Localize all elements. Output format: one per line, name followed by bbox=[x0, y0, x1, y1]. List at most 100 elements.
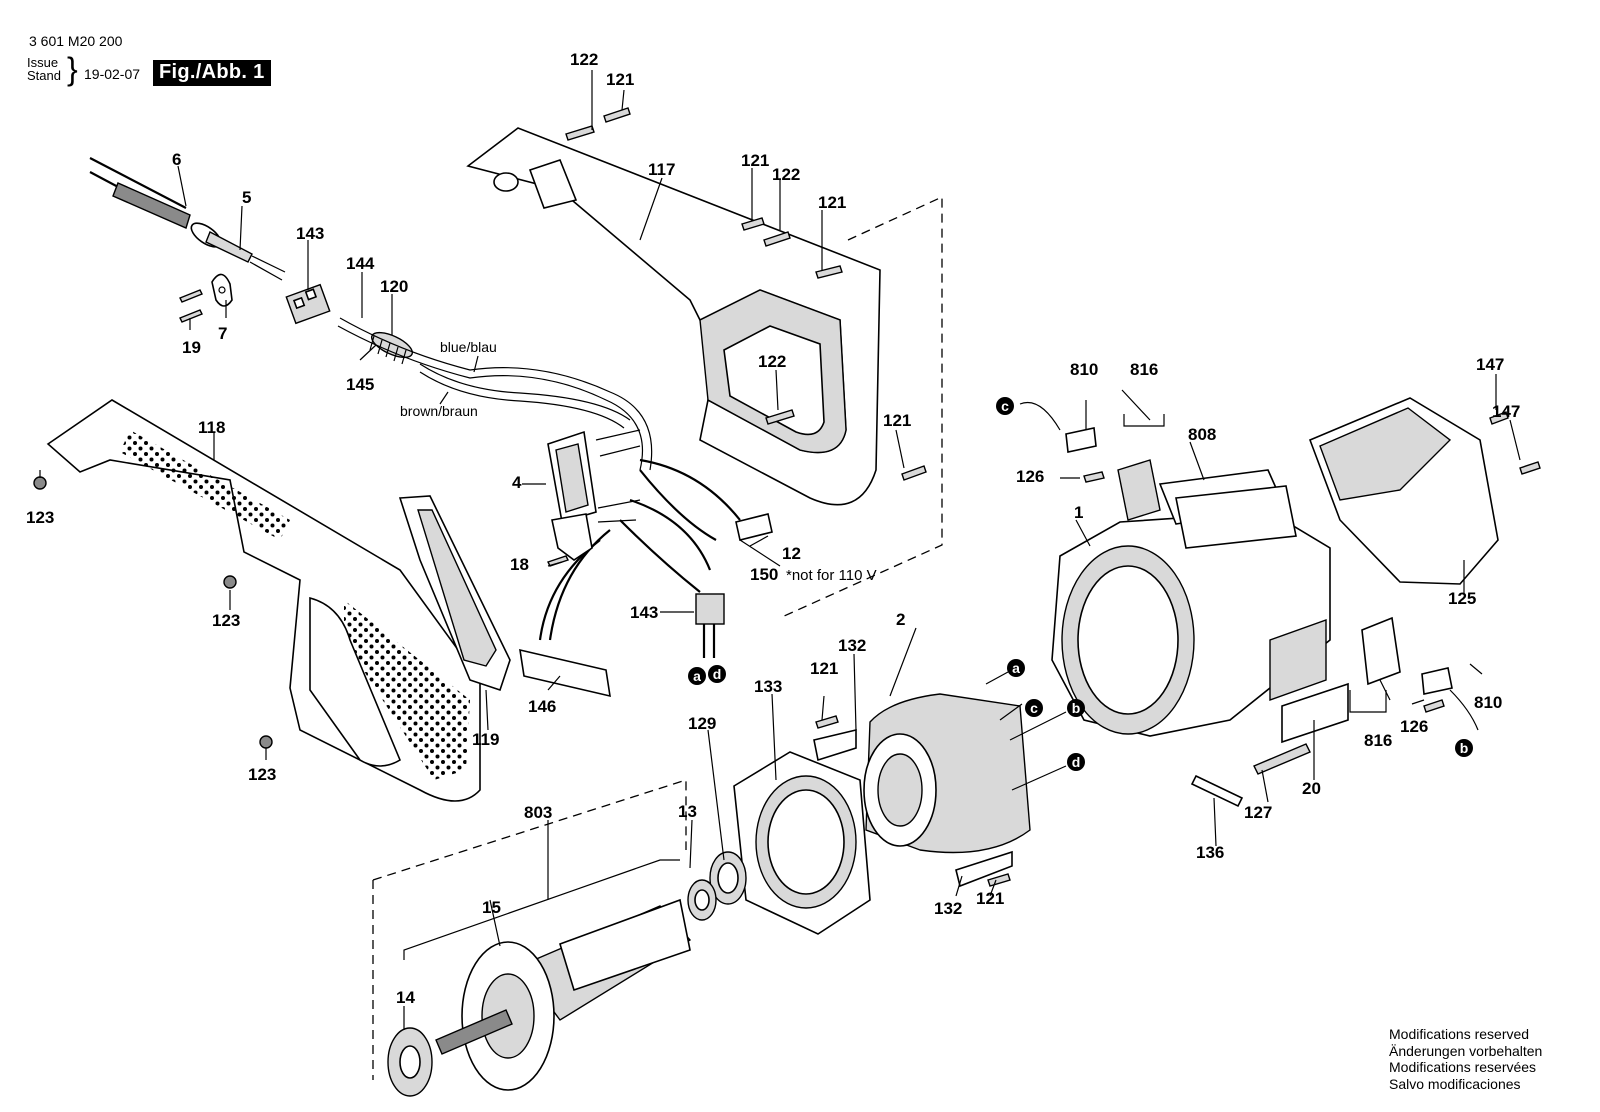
part-label: 121 bbox=[810, 659, 838, 678]
part-label: 118 bbox=[198, 418, 225, 437]
part-label: 121 bbox=[741, 151, 769, 170]
mains-cable-part bbox=[89, 157, 286, 281]
part-label: 121 bbox=[883, 411, 911, 430]
part-label: 120 bbox=[380, 277, 408, 296]
housing-boundary-lines bbox=[372, 195, 943, 1080]
wire-label-blue: blue/blau bbox=[440, 339, 497, 355]
bearing-parts bbox=[387, 851, 747, 1097]
handle-half-118-part bbox=[46, 399, 481, 802]
part-label: 121 bbox=[606, 70, 634, 89]
part-label: 132 bbox=[838, 636, 866, 655]
part-label: 810 bbox=[1474, 693, 1502, 712]
part-label: 816 bbox=[1364, 731, 1392, 750]
baffle-133-part bbox=[733, 751, 871, 935]
part-label: 808 bbox=[1188, 425, 1216, 444]
part-number-labels: 122 121 6 5 143 117 121 122 121 144 120 … bbox=[26, 50, 1520, 1007]
part-label: 810 bbox=[1070, 360, 1098, 379]
wire-label-brown: brown/braun bbox=[400, 403, 478, 419]
modifications-line-en: Modifications reserved bbox=[1389, 1026, 1530, 1042]
part-label: 126 bbox=[1016, 467, 1044, 486]
screws-121-122-parts bbox=[565, 107, 927, 481]
field-coil-2-part bbox=[863, 693, 1031, 854]
svg-text:c: c bbox=[1001, 398, 1009, 414]
svg-text:b: b bbox=[1460, 740, 1469, 756]
part-label: 145 bbox=[346, 375, 374, 394]
part-label: 123 bbox=[26, 508, 54, 527]
handle-insert-119-part bbox=[398, 495, 511, 692]
motor-housing-1-part bbox=[1051, 469, 1331, 737]
part-label: 146 bbox=[528, 697, 556, 716]
part-label: 150 bbox=[750, 565, 778, 584]
capacitor-12-part bbox=[735, 513, 773, 541]
part-label: 5 bbox=[242, 188, 251, 207]
part-label: 816 bbox=[1130, 360, 1158, 379]
marker-a-coil: a bbox=[1007, 659, 1025, 677]
marker-a-left: a bbox=[688, 667, 706, 685]
switch-part bbox=[547, 429, 641, 561]
part-label: 2 bbox=[896, 610, 905, 629]
part-label: 121 bbox=[818, 193, 846, 212]
part-label: 122 bbox=[772, 165, 800, 184]
part-label: 122 bbox=[570, 50, 598, 69]
modifications-notice: Modifications reserved Änderungen vorbeh… bbox=[1389, 1026, 1542, 1092]
part-label: 143 bbox=[296, 224, 324, 243]
part-label: 4 bbox=[512, 473, 522, 492]
brush-holder-816-part bbox=[1117, 459, 1401, 686]
brackets-132-parts bbox=[813, 715, 1013, 888]
note-not-for-110v: *not for 110 V bbox=[786, 567, 877, 584]
part-label: 15 bbox=[482, 898, 501, 917]
part-label: 6 bbox=[172, 150, 181, 169]
part-label: 133 bbox=[754, 677, 782, 696]
part-label: 803 bbox=[524, 803, 552, 822]
carbon-brush-810-part bbox=[1019, 402, 1479, 731]
part-label: 127 bbox=[1244, 803, 1272, 822]
handle-half-117-part bbox=[466, 127, 881, 506]
misc-small-parts bbox=[1083, 411, 1541, 808]
marker-d-left: d bbox=[708, 665, 726, 683]
marker-c-left: c bbox=[996, 397, 1014, 415]
svg-text:d: d bbox=[1072, 754, 1081, 770]
marker-b-right: b bbox=[1455, 739, 1473, 757]
svg-text:a: a bbox=[1012, 660, 1020, 676]
brace-glyph: } bbox=[67, 51, 78, 87]
marker-d-coil: d bbox=[1067, 753, 1085, 771]
part-label: 136 bbox=[1196, 843, 1224, 862]
terminal-block-143-part bbox=[285, 283, 331, 325]
part-label: 19 bbox=[182, 338, 201, 357]
marker-b-coil: b bbox=[1067, 699, 1085, 717]
part-label: 20 bbox=[1302, 779, 1321, 798]
suppressor-146-part bbox=[519, 648, 611, 698]
modifications-line-de: Änderungen vorbehalten bbox=[1389, 1042, 1543, 1059]
part-label: 121 bbox=[976, 889, 1004, 908]
part-label: 123 bbox=[212, 611, 240, 630]
part-label: 126 bbox=[1400, 717, 1428, 736]
issue-label: Issue bbox=[27, 55, 59, 70]
issue-date: 19-02-07 bbox=[84, 66, 141, 82]
armature-803-part bbox=[435, 898, 692, 1091]
part-label: 13 bbox=[678, 802, 697, 821]
part-label: 144 bbox=[346, 254, 375, 273]
part-label: 7 bbox=[218, 324, 227, 343]
marker-c-coil: c bbox=[1025, 699, 1043, 717]
part-label: 117 bbox=[648, 160, 675, 179]
part-label: 119 bbox=[472, 730, 499, 749]
figure-label: Fig./Abb. 1 bbox=[153, 60, 271, 86]
part-label: 129 bbox=[688, 714, 716, 733]
connection-markers: c a d a c b d b bbox=[688, 397, 1473, 791]
part-label: 122 bbox=[758, 352, 786, 371]
screw-19-part bbox=[179, 289, 203, 323]
part-label: 147 bbox=[1492, 402, 1520, 421]
cable-clamp-part bbox=[211, 273, 233, 307]
issue-stand-label: Issue Stand bbox=[27, 56, 61, 82]
modifications-line-fr: Modifications reservées bbox=[1389, 1059, 1537, 1075]
part-label: 125 bbox=[1448, 589, 1476, 608]
part-label: 14 bbox=[396, 988, 415, 1007]
part-label: 147 bbox=[1476, 355, 1504, 374]
modifications-line-es: Salvo modificaciones bbox=[1389, 1075, 1521, 1092]
terminal-block-143b-part bbox=[695, 593, 725, 658]
wire-color-labels: blue/blau brown/braun bbox=[400, 339, 497, 419]
part-label: 18 bbox=[510, 555, 529, 574]
part-label: 12 bbox=[782, 544, 801, 563]
stand-label: Stand bbox=[27, 68, 61, 83]
